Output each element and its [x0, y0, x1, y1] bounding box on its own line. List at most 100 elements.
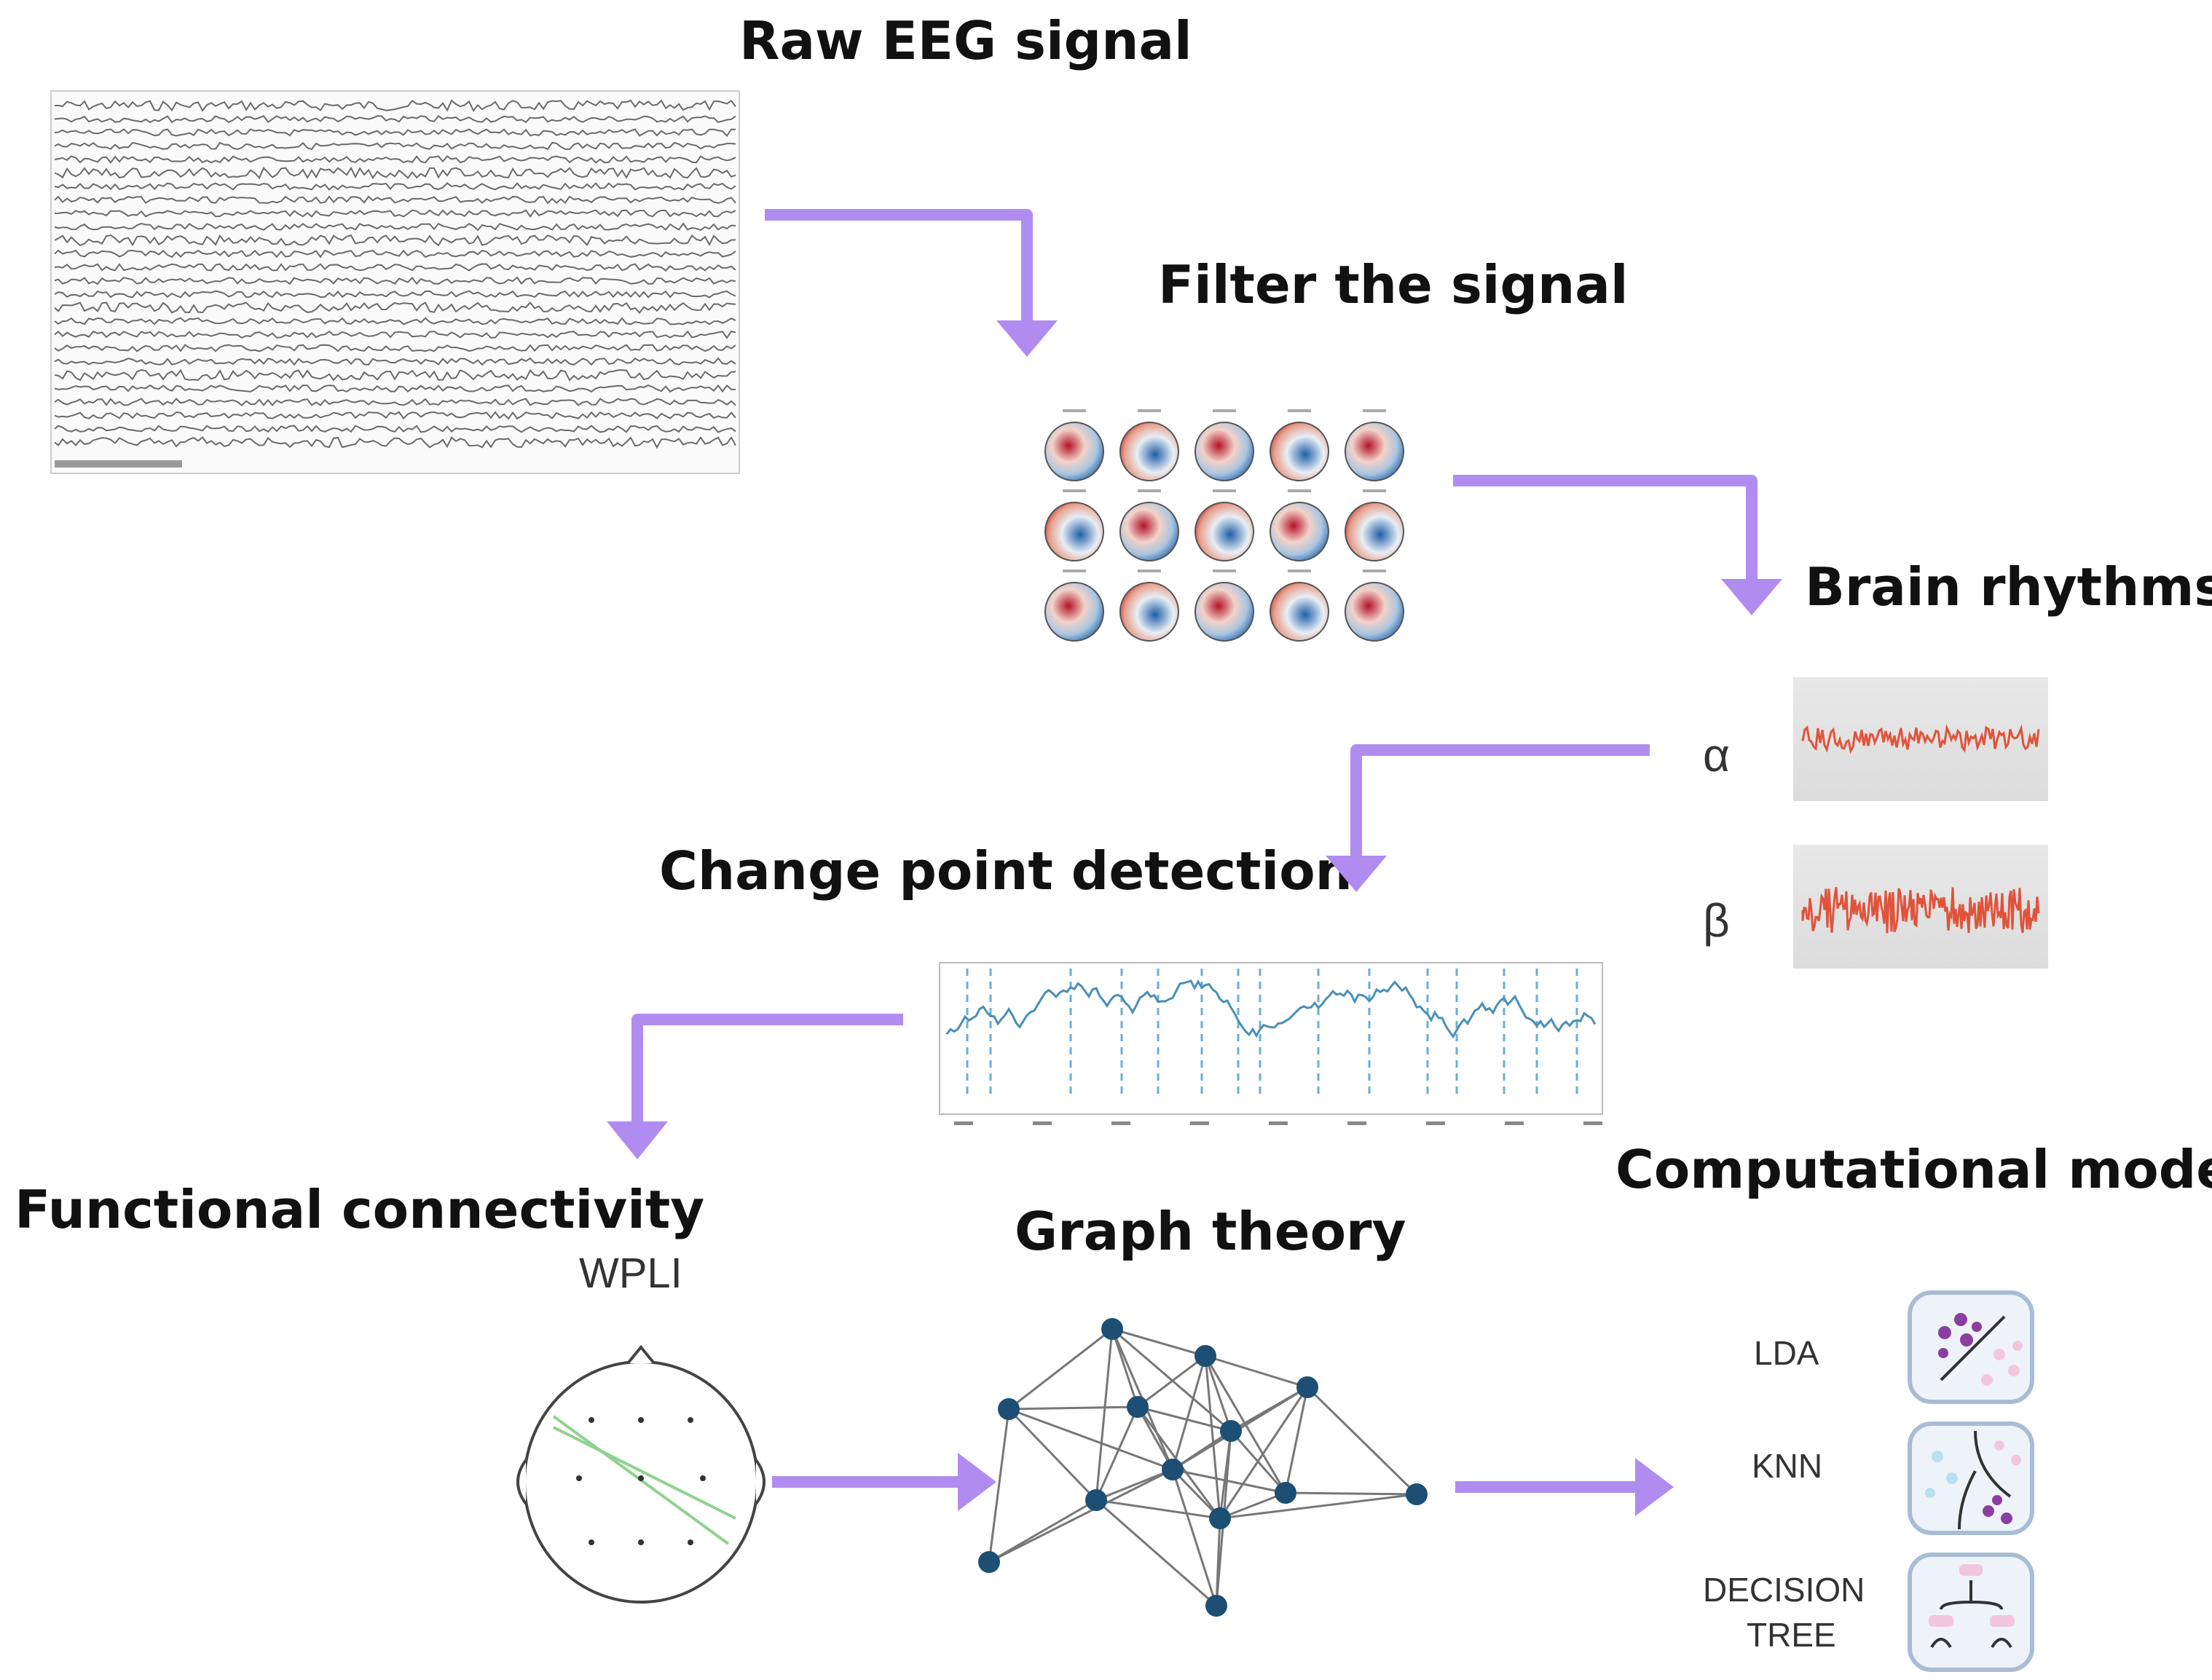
lda-label: LDA	[1754, 1334, 1819, 1372]
eeg-trace	[54, 222, 736, 232]
graph-edge	[1204, 1355, 1232, 1432]
eeg-trace	[54, 301, 736, 315]
eeg-trace	[54, 99, 736, 112]
eeg-trace	[54, 344, 736, 352]
graph-node	[1209, 1507, 1231, 1529]
wpli-label: WPLI	[579, 1250, 682, 1297]
eeg-trace	[54, 234, 736, 247]
topomap-head	[1119, 502, 1179, 561]
eeg-trace	[54, 435, 736, 449]
arrow-filter-to-rhythms	[1453, 475, 1782, 615]
topomap-head	[1119, 422, 1179, 481]
eeg-trace	[54, 155, 736, 164]
knn-icon	[1908, 1421, 2034, 1535]
graph-edge	[1219, 1491, 1286, 1520]
graph-edge	[1008, 1328, 1113, 1411]
beta-label: β	[1703, 894, 1730, 947]
graph-edge	[1229, 1430, 1287, 1494]
graph-edge	[1204, 1355, 1221, 1519]
topomap-head	[1345, 422, 1404, 481]
eeg-trace	[54, 330, 736, 339]
eeg-trace	[54, 290, 736, 299]
topomap-head	[1194, 502, 1254, 561]
beta-rhythm-plot	[1793, 845, 2048, 969]
topomap-grid	[1044, 409, 1404, 642]
arrow-change-to-connectivity	[607, 1014, 903, 1159]
brain-rhythms-title: Brain rhythms	[1805, 556, 2212, 618]
graph-edge	[1219, 1387, 1309, 1519]
eeg-trace	[54, 128, 736, 138]
topomap-caption	[1288, 569, 1311, 572]
graph-theory-title: Graph theory	[1015, 1201, 1406, 1262]
graph-node	[1296, 1376, 1318, 1398]
alpha-rhythm-plot	[1793, 677, 2048, 801]
x-tick-mark	[1583, 1121, 1602, 1125]
graph-edge	[1172, 1468, 1286, 1494]
eeg-trace	[54, 249, 736, 259]
arrow-wpli-to-graph	[772, 1453, 996, 1511]
topomap-head	[1119, 582, 1179, 642]
x-tick-mark	[1033, 1121, 1052, 1125]
graph-node	[978, 1551, 1000, 1573]
graph-edge	[1171, 1468, 1221, 1520]
x-tick-mark	[1190, 1121, 1209, 1125]
graph-node	[1220, 1420, 1242, 1442]
topomap-caption	[1363, 569, 1386, 572]
graph-edge	[1285, 1491, 1417, 1496]
graph-edge	[1095, 1468, 1173, 1502]
graph-node	[998, 1398, 1020, 1420]
eeg-trace	[54, 368, 736, 382]
topomap-head	[1044, 502, 1104, 561]
alpha-label: α	[1703, 729, 1730, 781]
knn-label: KNN	[1752, 1447, 1823, 1485]
eeg-trace	[54, 114, 736, 124]
eeg-trace	[54, 425, 736, 433]
graph-node	[1406, 1483, 1428, 1505]
graph-node	[1194, 1345, 1216, 1367]
graph-edge	[1111, 1328, 1139, 1408]
x-tick-mark	[954, 1121, 973, 1125]
topomap-caption	[1363, 489, 1386, 492]
topomap-head	[1270, 422, 1329, 481]
topomap-head	[1345, 582, 1404, 642]
eeg-trace	[54, 398, 736, 406]
topomap-caption	[1063, 569, 1086, 572]
topomap-caption	[1138, 489, 1161, 492]
topomap-head	[1345, 502, 1404, 561]
graph-edge	[1008, 1408, 1173, 1471]
topomap-head	[1044, 582, 1104, 642]
graph-edge	[1171, 1469, 1218, 1606]
graph-edge	[988, 1408, 1010, 1563]
topomap-head	[1194, 422, 1254, 481]
topomap-caption	[1213, 569, 1236, 572]
topomap-caption	[1363, 409, 1386, 412]
topomap-head	[1270, 582, 1329, 642]
graph-edge	[1095, 1406, 1139, 1501]
eeg-trace	[54, 195, 736, 205]
flow-arrows	[607, 209, 1782, 1516]
topomap-head	[1194, 582, 1254, 642]
topomap-caption	[1063, 489, 1086, 492]
x-tick-mark	[1269, 1121, 1288, 1125]
graph-edge	[1111, 1328, 1206, 1357]
graph-edge	[1219, 1493, 1417, 1520]
graph-node	[1085, 1489, 1107, 1511]
filter-title: Filter the signal	[1158, 254, 1629, 315]
topomap-head	[1270, 502, 1329, 561]
graph-edge	[1171, 1355, 1207, 1470]
topomap-caption	[1213, 409, 1236, 412]
graph-edge	[1205, 1354, 1308, 1389]
eeg-trace	[54, 357, 736, 366]
graph-edge	[1136, 1406, 1174, 1470]
eeg-trace	[54, 276, 736, 285]
x-tick-mark	[1505, 1121, 1524, 1125]
decision-label: DECISION	[1703, 1571, 1865, 1609]
topomap-head	[1044, 422, 1104, 481]
decision-tree-icon	[1908, 1553, 2034, 1672]
topomap-caption	[1288, 489, 1311, 492]
topomap-caption	[1138, 409, 1161, 412]
graph-edge	[1137, 1354, 1206, 1408]
x-tick-mark	[1111, 1121, 1130, 1125]
raw-eeg-title: Raw EEG signal	[739, 10, 1192, 71]
graph-edge	[988, 1468, 1173, 1563]
